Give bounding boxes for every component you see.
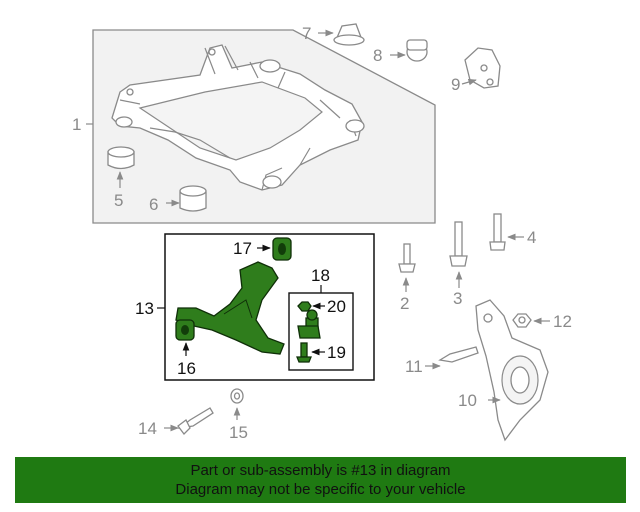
bolt-2 [398,243,416,292]
lower-control-arm [175,261,285,355]
bolt-19 [296,342,325,363]
callout-20: 20 [327,297,346,316]
callout-15: 15 [229,423,248,442]
callout-12: 12 [553,312,572,331]
bolt-3 [449,221,468,288]
nut-20 [297,301,325,312]
callout-3: 3 [453,289,462,308]
banner-line-2: Diagram may not be specific to your vehi… [175,481,466,498]
callout-17: 17 [233,239,252,258]
banner-line-1: Part or sub-assembly is #13 in diagram [190,462,451,479]
steering-knuckle-10 [475,299,549,442]
info-banner: Part or sub-assembly is #13 in diagram D… [15,457,626,503]
callout-8: 8 [373,46,382,65]
callout-6: 6 [149,195,158,214]
subframe-bushing-6 [166,185,207,212]
callout-9: 9 [451,75,460,94]
bracket-9 [461,47,501,89]
ball-joint [297,309,321,339]
callout-16: 16 [177,359,196,378]
bolt-14 [164,407,214,435]
parts-diagram: 1 2 3 4 5 6 7 8 9 10 11 12 13 14 15 16 1… [72,23,572,442]
callout-1: 1 [72,115,81,134]
subframe [111,44,365,191]
callout-7: 7 [302,24,311,43]
bolt-11 [425,346,479,370]
upper-mount-7 [318,23,365,46]
bushing-17 [257,237,292,261]
nut-12 [512,313,550,328]
callout-13: 13 [135,299,154,318]
callout-14: 14 [138,419,157,438]
washer-15 [230,388,244,420]
callout-5: 5 [114,191,123,210]
callout-4: 4 [527,228,536,247]
callout-11: 11 [405,357,423,376]
bushing-16 [175,319,195,356]
subframe-bushing-5 [107,146,135,188]
bolt-4 [489,213,524,251]
callout-18: 18 [311,266,330,285]
callout-19: 19 [327,343,346,362]
callout-10: 10 [458,391,477,410]
callout-2: 2 [400,294,409,313]
bushing-8 [390,39,428,62]
